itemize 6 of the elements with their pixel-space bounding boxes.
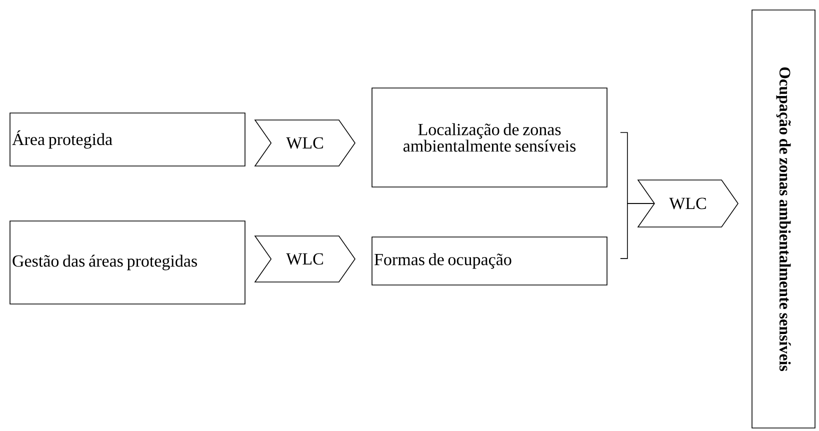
process-box: Área protegida [10,112,246,166]
process-box: Gestão das áreas protegidas [10,220,246,304]
result-box: Ocupação de zonas ambientalmente sensíveis [752,10,816,428]
bracket [620,203,654,259]
process-box: Localização de zonas ambientalmente sensíveis [372,88,608,188]
process-box: Formas de ocupação [372,236,608,286]
